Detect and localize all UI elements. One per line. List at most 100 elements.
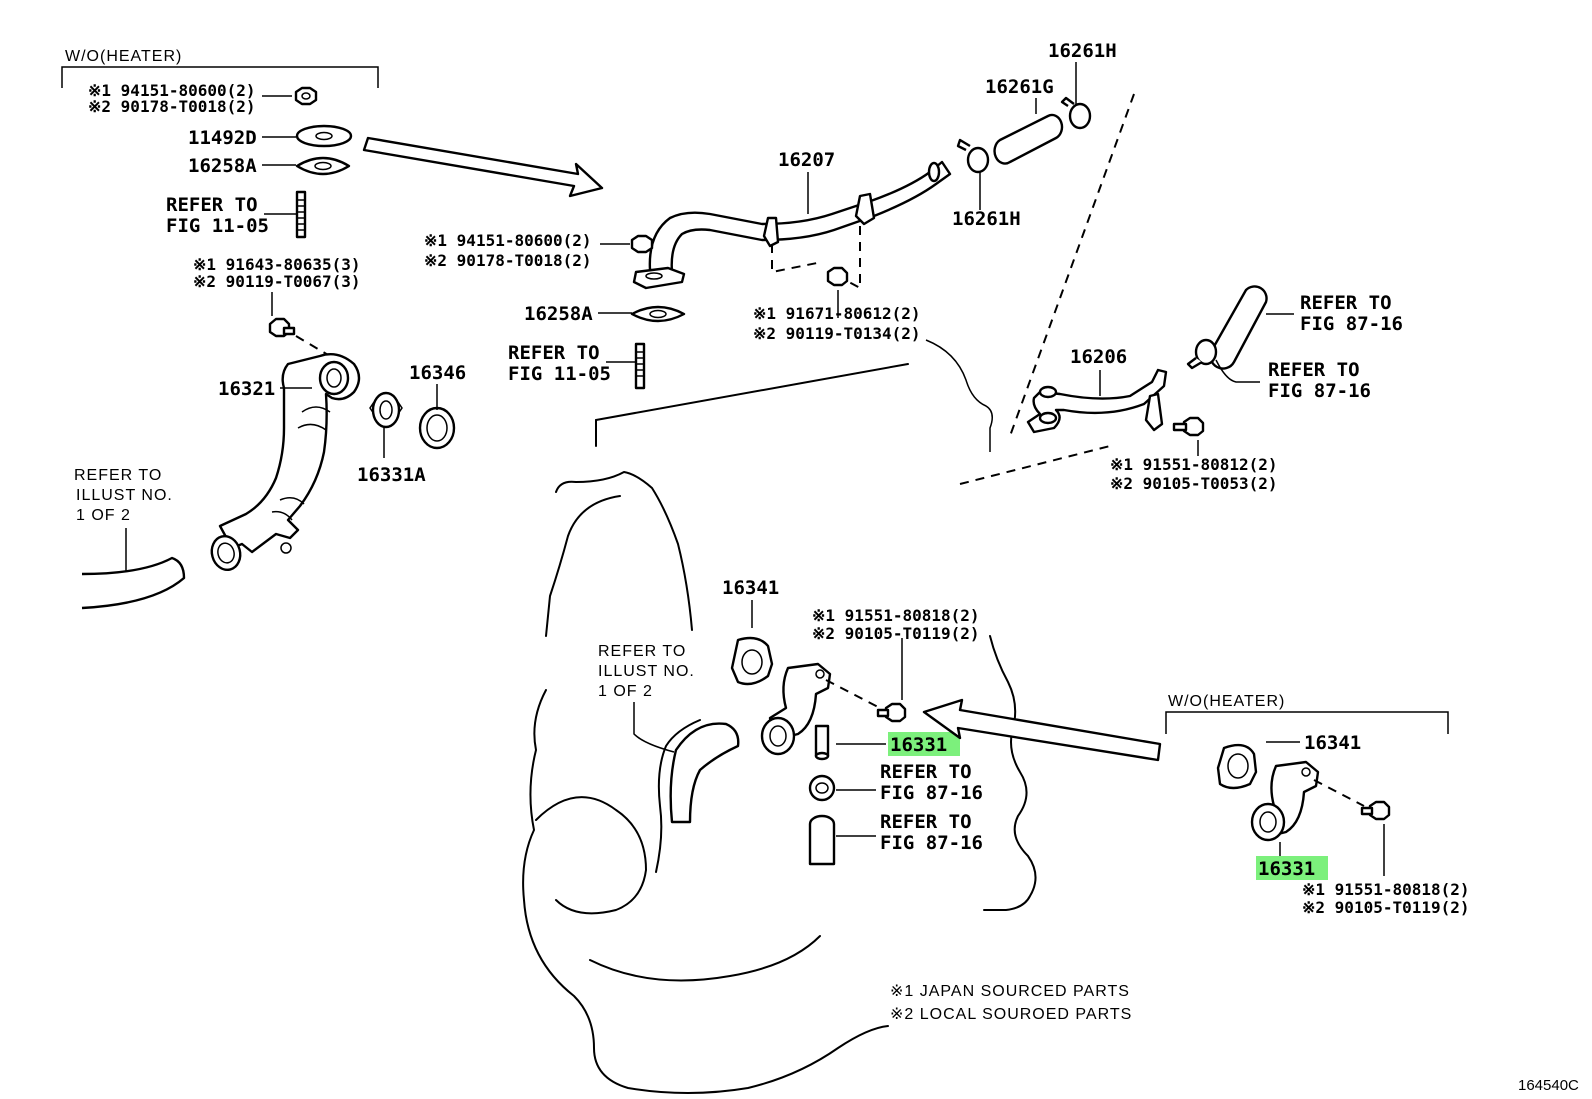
part-label-16258a: 16258A [188,155,257,177]
note-callout: ※1 91551-80818(2) [812,606,980,625]
nut-icon [294,86,318,106]
bolt-icon [826,266,849,287]
water-inlet-pipe-16321 [210,353,361,572]
part-label-16261g: 16261G [985,76,1054,98]
reference-text: REFER TO [166,194,258,216]
hose-clamp-icon [1186,338,1218,370]
radiator-hose-icon [81,556,186,610]
direction-arrow [362,136,604,198]
gasket-icon [1216,743,1258,790]
bolt-icon [876,702,907,723]
reference-text: REFER TO [880,811,972,833]
note-callout: ※2 90105-T0119(2) [1302,898,1470,917]
reference-text: REFER TO [74,467,162,484]
water-outlet-16331 [760,662,832,761]
group-center-top: 16207 ※1 94151-80600(2) ※2 90178-T0018(2… [424,40,1135,485]
group-top-left: W/O(HEATER) ※1 94151-80600(2) ※2 90178-T… [61,48,466,610]
dashed-guide [1313,779,1365,807]
reference-text: FIG 11-05 [508,363,611,385]
reference-text: FIG 87-16 [1300,313,1403,335]
reference-text: FIG 11-05 [166,215,269,237]
gasket-icon [295,156,351,176]
legend-notes: ※1 JAPAN SOURCED PARTS ※2 LOCAL SOUROED … [890,983,1132,1023]
group-bracket-bottom-right [1165,711,1449,734]
note-callout: ※1 94151-80600(2) [88,81,256,100]
part-label-16261h: 16261H [952,208,1021,230]
group-bracket-top-left [61,66,379,88]
note-callout: ※2 90105-T0119(2) [812,624,980,643]
radiator-hose-icon [669,722,740,824]
reference-text: REFER TO [1300,292,1392,314]
leader-line [925,339,993,452]
part-label-16331a: 16331A [357,464,426,486]
note-callout: ※1 91551-80818(2) [1302,880,1470,899]
nut-icon [630,234,654,254]
gasket-icon [730,636,774,686]
reference-text: 1 OF 2 [76,507,131,524]
reference-text: REFER TO [598,643,686,660]
note-japan-sourced: ※1 JAPAN SOURCED PARTS [890,983,1130,1000]
reference-text: FIG 87-16 [880,782,983,804]
gasket-ring-icon [418,406,456,450]
direction-arrow [922,698,1162,762]
highlight-16331 [1256,856,1328,880]
hose-clamp-icon [1060,96,1092,130]
part-label-16258a: 16258A [524,303,593,325]
reference-text: FIG 87-16 [880,832,983,854]
reference-text: 1 OF 2 [598,683,653,700]
note-callout: ※2 90178-T0018(2) [424,251,592,270]
note-callout: ※2 90178-T0018(2) [88,97,256,116]
hose-icon [1209,285,1268,370]
note-callout: ※1 91671-80612(2) [753,304,921,323]
dashed-guide [295,335,341,363]
thermostat-icon [369,391,403,429]
group-label-top-left: W/O(HEATER) [65,48,182,65]
note-callout: ※2 90119-T0067(3) [193,272,361,291]
leader-line [1215,359,1260,383]
reference-text: FIG 87-16 [1268,380,1371,402]
bolt-icon [1360,800,1391,821]
part-label-16331[interactable]: 16331 [1258,858,1315,880]
gasket-icon [295,124,353,148]
highlight-16331 [888,732,960,756]
reference-text: REFER TO [880,761,972,783]
group-bottom-right: W/O(HEATER) 16341 16331 ※1 91551-80818(2… [1165,693,1470,917]
part-label-16341: 16341 [1304,732,1361,754]
bolt-icon [268,317,296,338]
part-label-16261h: 16261H [1048,40,1117,62]
bypass-pipe-16207 [632,160,952,290]
gasket-icon [630,305,686,323]
note-callout: ※1 91551-80812(2) [1110,455,1278,474]
reference-text: REFER TO [1268,359,1360,381]
note-callout: ※2 90119-T0134(2) [753,324,921,343]
dashed-guide [825,679,881,709]
stud-bolt-icon [295,190,307,239]
dashed-guide [959,93,1135,485]
group-label-bottom-right: W/O(HEATER) [1168,693,1285,710]
reference-text: ILLUST NO. [76,487,173,504]
hose-clamp-icon [808,774,836,802]
bypass-pipe-16206 [1026,368,1168,434]
note-callout: ※1 91643-80635(3) [193,255,361,274]
engine-block-outline [522,363,1037,1094]
note-local-sourced: ※2 LOCAL SOUROED PARTS [890,1006,1132,1023]
part-label-11492d: 11492D [188,127,257,149]
leader-line [633,702,675,753]
reference-text: REFER TO [508,342,600,364]
hose-clamp-icon [956,138,990,174]
reference-text: ILLUST NO. [598,663,695,680]
bolt-icon [1172,416,1205,437]
diagram-id: 164540C [1518,1077,1579,1094]
group-center-bottom: 16341 ※1 91551-80818(2) ※2 90105-T0119(2… [598,577,983,866]
note-callout: ※2 90105-T0053(2) [1110,474,1278,493]
hose-16261g [993,113,1064,165]
group-right-pipe: REFER TO FIG 87-16 REFER TO FIG 87-16 16… [1026,285,1403,493]
part-label-16321: 16321 [218,378,275,400]
part-label-16207: 16207 [778,149,835,171]
hose-icon [808,814,836,866]
part-label-16341: 16341 [722,577,779,599]
part-label-16346: 16346 [409,362,466,384]
part-label-16331[interactable]: 16331 [890,734,947,756]
dashed-guide [771,226,861,290]
